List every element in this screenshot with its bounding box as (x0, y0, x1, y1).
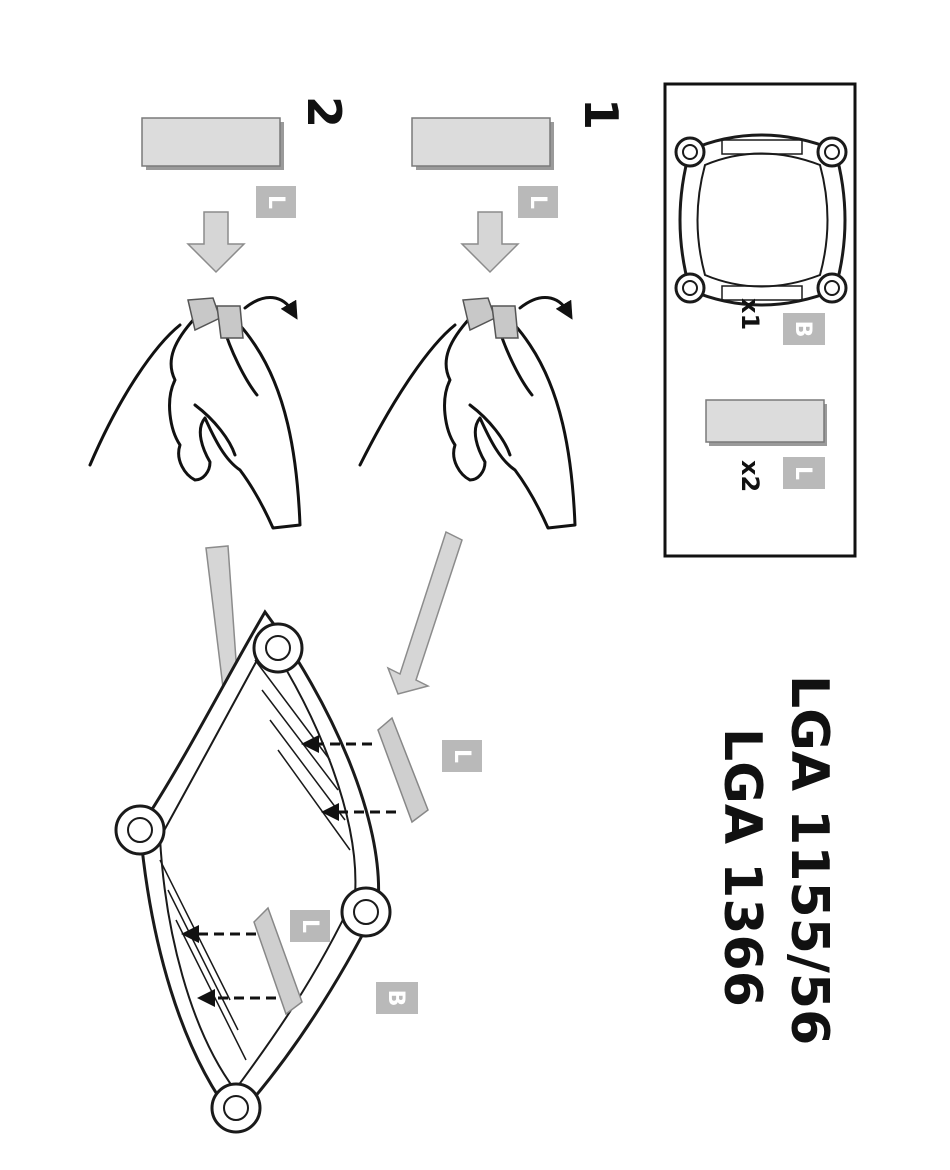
svg-text:B: B (383, 990, 408, 1007)
bracket-badge-large: B (376, 982, 418, 1014)
parts-box: x1 B x2 L (665, 84, 855, 556)
bracket-pad-badge-2: L (290, 910, 330, 942)
step-1-pad-badge: L (518, 186, 558, 218)
step-2-pad-badge: L (256, 186, 296, 218)
backplate-bracket (116, 612, 390, 1132)
pad-badge: L (783, 457, 825, 489)
svg-text:B: B (790, 321, 815, 338)
adhesive-pad-icon (706, 400, 827, 446)
step-2-peel-hand-icon (90, 297, 300, 528)
svg-text:L: L (449, 749, 474, 763)
step-2-pad (142, 118, 284, 170)
svg-text:L: L (790, 466, 815, 480)
bracket-pad-1 (378, 718, 428, 822)
step-1-pad (412, 118, 554, 170)
step-2-number: 2 (297, 96, 351, 128)
step-1-peel-hand-icon (360, 297, 575, 528)
title-line-1: LGA 1155/56 (779, 675, 839, 1045)
step-1-down-arrow-icon (462, 212, 518, 272)
backplate-bracket-icon (676, 135, 846, 305)
bracket-quantity: x1 (736, 298, 764, 330)
bracket-badge: B (783, 313, 825, 345)
title-line-2: LGA 1366 (712, 728, 772, 1007)
bracket-pad-badge-1: L (442, 740, 482, 772)
svg-text:L: L (297, 919, 322, 933)
step-2-down-arrow-icon (188, 212, 244, 272)
svg-text:L: L (525, 195, 550, 209)
svg-text:L: L (263, 195, 288, 209)
pad-quantity: x2 (736, 460, 764, 492)
step-1-number: 1 (574, 98, 628, 130)
step-1-long-arrow-icon (388, 532, 462, 694)
